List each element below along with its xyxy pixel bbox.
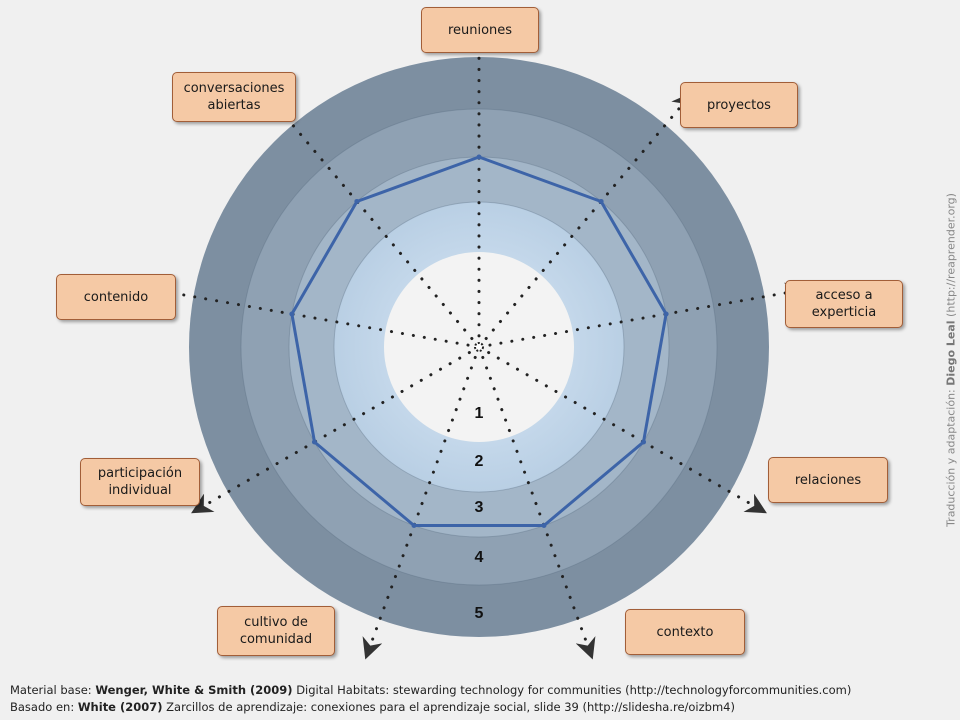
- label-box-proyectos: proyectos: [680, 82, 798, 128]
- label-box-relaciones: relaciones: [768, 457, 888, 503]
- footer-line1-prefix: Material base:: [10, 683, 96, 697]
- footer-credits: Material base: Wenger, White & Smith (20…: [10, 682, 851, 716]
- profile-vertex-participacion-individual: [311, 439, 317, 445]
- label-box-conversaciones-abiertas: conversaciones abiertas: [172, 72, 296, 122]
- footer-line1-rest: Digital Habitats: stewarding technology …: [292, 683, 852, 697]
- profile-vertex-relaciones: [641, 439, 647, 445]
- footer-line-2: Basado en: White (2007) Zarcillos de apr…: [10, 699, 851, 716]
- profile-vertex-acceso-a-experticia: [663, 311, 669, 317]
- footer-line-1: Material base: Wenger, White & Smith (20…: [10, 682, 851, 699]
- label-box-contenido: contenido: [56, 274, 176, 320]
- label-box-cultivo-de-comunidad: cultivo de comunidad: [217, 606, 335, 656]
- profile-vertex-contenido: [289, 311, 295, 317]
- ring-edge: [240, 108, 718, 586]
- profile-vertex-cultivo-de-comunidad: [411, 523, 417, 529]
- ring-number-4: 4: [475, 549, 484, 566]
- label-box-acceso-a-experticia: acceso a experticia: [785, 280, 903, 328]
- ring-number-5: 5: [475, 605, 484, 622]
- footer-line2-rest: Zarcillos de aprendizaje: conexiones par…: [162, 700, 735, 714]
- credit-url: (http://reaprender.org): [944, 193, 958, 321]
- credit-prefix: Traducción y adaptación:: [944, 385, 958, 527]
- ring-number-1: 1: [475, 405, 484, 422]
- label-box-participacion-individual: participación individual: [80, 458, 200, 506]
- center-point: [474, 342, 484, 352]
- profile-vertex-proyectos: [598, 198, 604, 204]
- credit-author: Diego Leal: [944, 320, 958, 386]
- footer-line1-author: Wenger, White & Smith (2009): [95, 683, 293, 697]
- community-profile-line: [290, 155, 668, 527]
- label-box-contexto: contexto: [625, 609, 745, 655]
- footer-line2-prefix: Basado en:: [10, 700, 78, 714]
- profile-vertex-reuniones: [476, 154, 482, 160]
- profile-vertex-contexto: [541, 523, 547, 529]
- label-box-reuniones: reuniones: [421, 7, 539, 53]
- ring-number-3: 3: [475, 499, 484, 516]
- profile-vertex-conversaciones-abiertas: [354, 198, 360, 204]
- footer-line2-author: White (2007): [77, 700, 163, 714]
- ring-number-2: 2: [475, 453, 484, 470]
- translation-credit: Traducción y adaptación: Diego Leal (htt…: [945, 193, 958, 527]
